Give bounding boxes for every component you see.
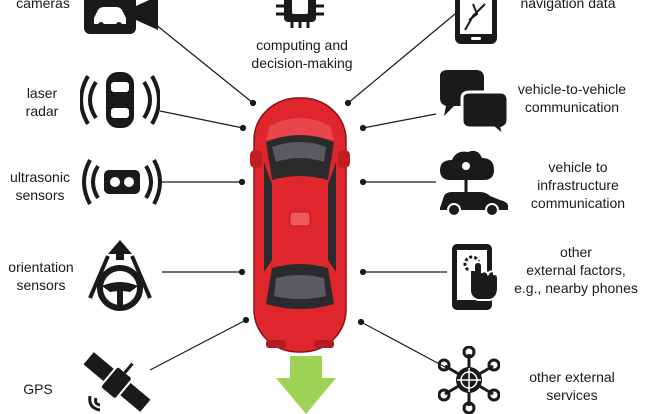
label-navigation-data: navigation data <box>520 0 616 11</box>
label-laser-radar: laser radar <box>25 85 59 119</box>
label-gps: GPS <box>23 381 53 397</box>
label-v2i: vehicle to infrastructure communication <box>530 159 626 211</box>
lidar-icon <box>80 72 160 128</box>
satellite-icon <box>83 352 151 412</box>
forward-arrow-icon <box>276 356 336 414</box>
cpu-chip-icon <box>276 0 324 28</box>
phone-map-icon <box>455 0 497 44</box>
label-v2v: vehicle-to-vehicle communication <box>517 81 627 115</box>
network-hub-icon <box>438 346 500 414</box>
label-cameras: cameras <box>16 0 70 11</box>
cloud-car-icon <box>440 150 508 216</box>
label-other-services: other external services <box>529 369 615 403</box>
label-orientation-sensors: orientation sensors <box>8 259 74 293</box>
label-other-factors: other external factors, e.g., nearby pho… <box>514 244 638 296</box>
touch-phone-icon <box>452 244 499 310</box>
ultrasonic-icon <box>82 159 162 205</box>
camera-car-icon <box>84 0 158 34</box>
car-top-view <box>250 97 350 353</box>
speech-bubbles-icon <box>440 70 510 136</box>
steering-wheel-icon <box>88 240 152 311</box>
label-ultrasonic-sensors: ultrasonic sensors <box>10 169 70 203</box>
label-computing: computing and decision-making <box>251 37 353 71</box>
